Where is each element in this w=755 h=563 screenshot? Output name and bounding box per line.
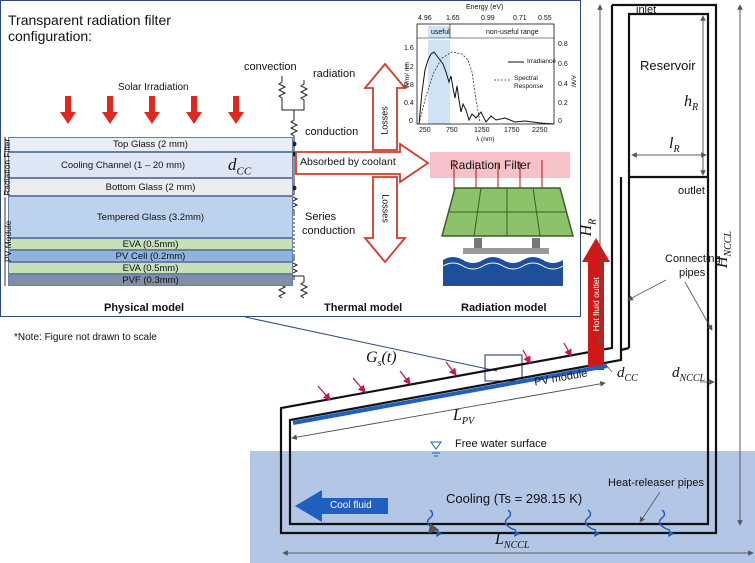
connecting-pipes-label-1: Connecting [665, 253, 721, 265]
scale-note: *Note: Figure not drawn to scale [14, 332, 157, 343]
layer-eva-2: EVA (0.5mm) [8, 262, 293, 274]
cool-fluid-arrow [295, 490, 388, 522]
left-tick-1: 1.2 [404, 64, 414, 71]
lnccl-label: LNCCL [495, 531, 530, 552]
cooling-label: Cooling (Ts = 298.15 K) [446, 491, 583, 506]
left-tick-0: 1.6 [404, 45, 414, 52]
connecting-pipes-label-2: pipes [679, 267, 706, 279]
energy-tick-2: 0.99 [481, 15, 495, 22]
thermal-series-conduction-label: conduction [302, 225, 356, 237]
dnccl-label: dNCCL [672, 365, 706, 384]
reservoir-label: Reservoir [640, 58, 696, 73]
outlet-label: outlet [678, 185, 705, 197]
non-useful-label: non-useful range [486, 29, 539, 36]
spectral-response-series [418, 51, 481, 125]
solar-arrows [60, 96, 244, 124]
panel-title-line2: configuration: [8, 28, 93, 44]
lR-label: lR [669, 135, 680, 156]
energy-tick-0: 4.96 [418, 15, 432, 22]
y-left-label: W/m² nm [403, 62, 411, 89]
radiation-filter-band [430, 152, 570, 178]
group-label-radiation-filter: Radiation Filter [1, 138, 12, 196]
right-tick-4: 0 [558, 118, 562, 125]
dcc-label-system: dCC [617, 365, 638, 384]
layer-cooling-channel: Cooling Channel (1 – 20 mm) [8, 152, 293, 178]
gs-label: Gs(t) [366, 349, 397, 370]
radiation-filter-label: Radiation Filter [450, 158, 531, 172]
irradiance-series [418, 51, 555, 125]
model-panel [0, 0, 581, 317]
layer-pvf: PVF (0.3mm) [8, 274, 293, 286]
energy-tick-3: 0.71 [513, 15, 527, 22]
left-tick-4: 0 [409, 118, 413, 125]
solar-irradiation-label: Solar Irradiation [118, 82, 189, 93]
dcc-label-physical: dCC [228, 155, 252, 178]
spectrum-chart [416, 23, 555, 125]
right-tick-0: 0.8 [558, 41, 568, 48]
energy-tick-4: 0.55 [538, 15, 552, 22]
right-tick-2: 0.4 [558, 81, 568, 88]
x-tick-3: 1750 [504, 127, 520, 134]
y-right-label: A/W [569, 75, 577, 88]
legend-response: Response [514, 83, 544, 90]
hot-fluid-outlet-label: Hot fluid outlet [590, 277, 601, 332]
x-axis-label: λ (nm) [476, 136, 495, 143]
cool-fluid-label: Cool fluid [330, 500, 372, 511]
group-label-pv-module: PV Module [2, 220, 13, 263]
losses-top-label: Losses [379, 106, 390, 135]
right-tick-3: 0.2 [558, 100, 568, 107]
thermal-conduction-label: conduction [305, 126, 359, 138]
energy-axis-title: Energy (eV) [466, 4, 504, 11]
useful-label: useful [431, 29, 450, 36]
panel-title-line1: Transparent radiation filter [8, 12, 171, 28]
left-tick-3: 0.4 [404, 100, 414, 107]
losses-down-arrow [363, 176, 407, 264]
HR-label: HR [578, 218, 599, 237]
layer-pv-cell: PV Cell (0.2mm) [8, 250, 293, 262]
thermal-model-caption: Thermal model [324, 302, 403, 314]
layer-top-glass: Top Glass (2 mm) [8, 137, 293, 152]
layer-tempered-glass: Tempered Glass (3.2mm) [8, 196, 293, 238]
absorbed-label: Absorbed by coolant [300, 156, 396, 168]
solar-panel-illustration [441, 187, 574, 286]
lpv-label: LPV [453, 407, 475, 428]
hR-label: hR [684, 93, 699, 114]
thermal-series-label: Series [305, 211, 337, 223]
thermal-radiation-label: radiation [313, 68, 356, 80]
x-tick-2: 1250 [474, 127, 490, 134]
pv-module-strip [292, 364, 608, 425]
free-water-surface-label: Free water surface [455, 438, 547, 450]
hot-fluid-arrow [582, 238, 610, 370]
heat-releaser-label: Heat-releaser pipes [608, 477, 704, 489]
right-tick-1: 0.6 [558, 61, 568, 68]
x-tick-0: 250 [419, 127, 431, 134]
x-tick-1: 750 [446, 127, 458, 134]
losses-up-arrow [363, 62, 407, 151]
radiation-model-caption: Radiation model [461, 302, 547, 314]
absorbed-arrow [295, 142, 430, 184]
inlet-label: inlet [636, 4, 657, 16]
losses-bottom-label: Losses [380, 194, 391, 223]
physical-model-caption: Physical model [104, 302, 185, 314]
legend-irradiance: Irradiance [527, 58, 556, 65]
layer-eva-1: EVA (0.5mm) [8, 238, 293, 250]
thermal-convection-label: convection [244, 61, 297, 73]
left-tick-2: 0.8 [404, 82, 414, 89]
nccl-loop [279, 3, 718, 535]
energy-tick-1: 1.65 [446, 15, 460, 22]
x-tick-4: 2250 [532, 127, 548, 134]
legend-spectral: Spectral [514, 75, 538, 82]
layer-bottom-glass: Bottom Glass (2 mm) [8, 178, 293, 196]
